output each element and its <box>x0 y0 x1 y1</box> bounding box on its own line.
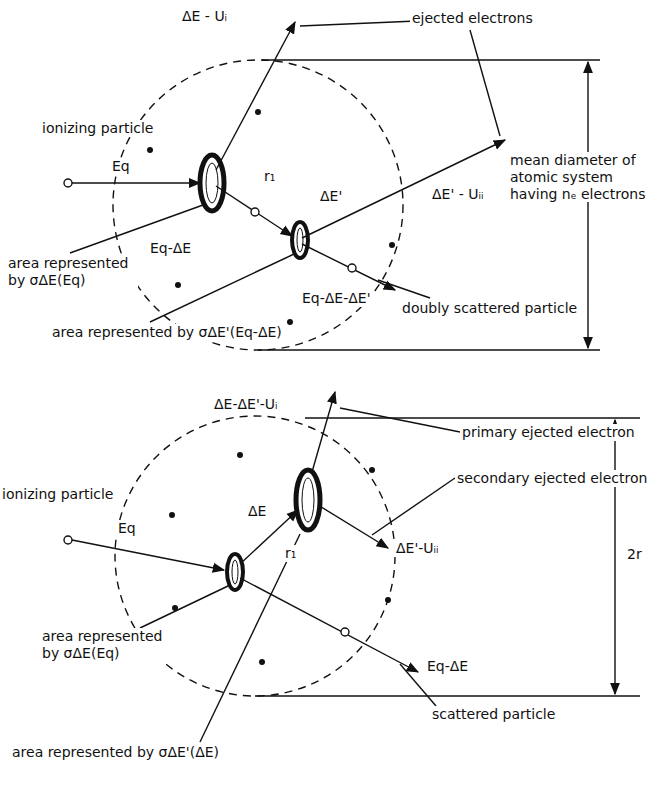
leader-line <box>340 408 460 432</box>
label: ΔE <box>246 503 268 520</box>
cross-section-ring <box>200 155 224 211</box>
particle-path <box>72 182 200 183</box>
label: ΔE'-Uᵢᵢ <box>394 540 441 557</box>
particle-path <box>240 578 418 672</box>
particle-marker <box>64 179 72 187</box>
particle-path <box>216 186 292 236</box>
dimension-line <box>262 59 600 60</box>
label: Eq <box>110 158 132 175</box>
label: doubly scattered particle <box>400 300 579 317</box>
electron-dot <box>237 452 243 458</box>
cross-section-ring <box>292 222 308 258</box>
cross-section-ring <box>206 163 218 203</box>
label: scattered particle <box>430 706 557 723</box>
leader-line <box>140 586 228 628</box>
label: r₁ <box>262 168 277 185</box>
electron-dot <box>169 512 175 518</box>
cross-section-ring <box>296 470 320 530</box>
label: r₁ <box>283 545 298 562</box>
label: ejected electrons <box>410 10 535 27</box>
label: ΔE - Uᵢ <box>180 8 229 25</box>
label: 2r <box>625 546 644 563</box>
electron-dot <box>255 109 261 115</box>
dimension-line <box>255 695 640 696</box>
particle-path <box>72 540 224 570</box>
electron-path <box>216 22 295 170</box>
particle-marker <box>64 536 72 544</box>
dimension-line <box>258 349 600 350</box>
leader-line <box>200 534 300 742</box>
label: area represented by σΔE(Eq) <box>6 255 138 289</box>
cross-section-ring <box>232 560 238 584</box>
electron-dot <box>369 467 375 473</box>
cross-section-ring <box>297 228 303 252</box>
electron-path <box>312 392 335 472</box>
electron-dot <box>147 147 153 153</box>
label: area represented by σΔE'(ΔE) <box>10 744 244 761</box>
label: secondary ejected electron <box>455 470 649 487</box>
cross-section-ring <box>302 478 314 522</box>
leader-line <box>372 478 455 535</box>
dimension-line <box>305 417 640 418</box>
leader-line <box>150 254 294 322</box>
electron-path <box>318 505 388 548</box>
label: Eq-ΔE <box>425 658 470 675</box>
label: Eq-ΔE <box>148 240 193 257</box>
label: area represented by σΔE(Eq) <box>40 628 172 662</box>
electron-dot <box>389 242 395 248</box>
label: Eq <box>116 520 138 537</box>
leader-line <box>378 280 430 298</box>
dimension-arrow <box>587 62 588 348</box>
label: ΔE-ΔE'-Uᵢ <box>212 396 280 413</box>
cross-section-ring <box>227 554 243 590</box>
leader-line <box>470 30 500 136</box>
electron-dot <box>175 282 181 288</box>
particle-marker <box>251 208 259 216</box>
particle-marker <box>348 264 356 272</box>
particle-path <box>302 244 395 290</box>
label: area represented by σΔE'(Eq-ΔE) <box>50 324 284 341</box>
label: Eq-ΔE-ΔE' <box>300 290 373 307</box>
label: ionizing particle <box>40 120 155 137</box>
label: mean diameter of atomic system having nₑ… <box>508 152 664 202</box>
electron-path <box>302 140 505 238</box>
atom-outline <box>113 60 403 350</box>
particle-marker <box>341 628 349 636</box>
electron-dot <box>259 659 265 665</box>
electron-dot <box>385 597 391 603</box>
label: ΔE' - Uᵢᵢ <box>430 186 485 203</box>
label: ionizing particle <box>0 486 115 503</box>
electron-dot <box>172 605 178 611</box>
electron-dot <box>287 319 293 325</box>
dimension-arrow <box>614 420 615 694</box>
label: primary ejected electron <box>460 424 637 441</box>
label: ΔE' <box>318 188 344 205</box>
